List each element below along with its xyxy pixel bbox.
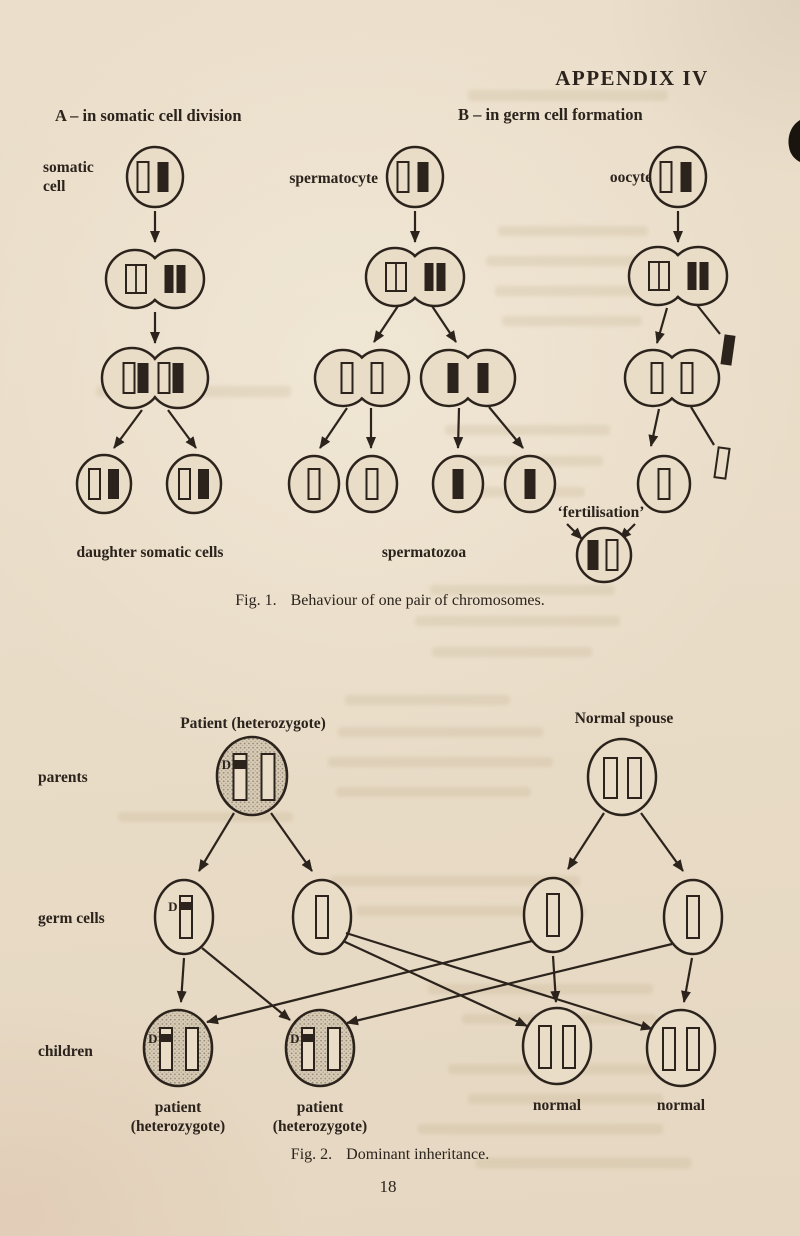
polar-body-line xyxy=(690,406,715,446)
child-label-line2: (heterozygote) xyxy=(273,1118,367,1135)
arrow xyxy=(453,407,464,449)
second-polar-body xyxy=(713,446,731,480)
arrow xyxy=(167,409,197,449)
arrow xyxy=(113,409,143,449)
child-patient-cell: D xyxy=(142,1008,214,1088)
arrow xyxy=(640,812,684,872)
arrow xyxy=(373,305,399,343)
spermatozoon xyxy=(431,454,485,514)
arrow xyxy=(566,523,583,540)
first-polar-body xyxy=(720,334,736,366)
germ-cell-normal xyxy=(662,878,724,956)
germ-cell-normal xyxy=(522,876,584,954)
zygote-cell xyxy=(575,526,633,584)
secondary-spermatocyte xyxy=(313,348,411,408)
arrow xyxy=(176,957,187,1003)
daughter-somatic-cells-label: daughter somatic cells xyxy=(77,544,224,561)
gene-d-label: D xyxy=(290,1031,299,1046)
spermatocyte-label: spermatocyte xyxy=(289,170,378,187)
egg-cell xyxy=(636,454,692,514)
arrow xyxy=(655,307,669,344)
fig1-column-a-title: A – in somatic cell division xyxy=(55,106,242,125)
bleedthrough-smudges xyxy=(96,90,691,1168)
child-label: patient xyxy=(297,1099,344,1116)
arrow xyxy=(648,408,661,447)
somatic-cell-label-line2: cell xyxy=(43,178,66,195)
arrow xyxy=(550,955,561,1003)
child-label: patient xyxy=(155,1099,202,1116)
fig1-caption: Fig. 1.Behaviour of one pair of chromoso… xyxy=(235,592,545,609)
gene-d-label: D xyxy=(148,1031,157,1046)
child-label: normal xyxy=(657,1097,706,1114)
children-row-label: children xyxy=(38,1043,93,1060)
normal-spouse-label: Normal spouse xyxy=(575,710,674,727)
arrow xyxy=(319,407,348,449)
child-label-line2: (heterozygote) xyxy=(131,1118,225,1135)
arrow xyxy=(488,406,524,449)
page-number: 18 xyxy=(380,1177,397,1196)
secondary-spermatocyte xyxy=(419,348,517,408)
somatic-cell-dividing xyxy=(100,346,210,410)
germ-cells-row-label: germ cells xyxy=(38,910,105,927)
somatic-cell-duplicated xyxy=(104,248,206,310)
child-label: normal xyxy=(533,1097,582,1114)
gene-d-label: D xyxy=(222,757,231,772)
germ-cell-d: D xyxy=(153,878,215,956)
arrow xyxy=(270,812,313,872)
arrow xyxy=(681,957,694,1003)
spermatozoon xyxy=(345,454,399,514)
fig1-column-b-title: B – in germ cell formation xyxy=(458,105,643,124)
oocyte-cell xyxy=(648,145,708,209)
arrow xyxy=(198,812,235,872)
spermatocyte-duplicated xyxy=(364,246,466,308)
child-normal-cell xyxy=(645,1008,717,1088)
arrow xyxy=(345,931,653,1031)
page-edge-mark xyxy=(788,120,800,162)
daughter-somatic-cell xyxy=(165,453,223,515)
germ-cell-normal xyxy=(291,878,353,956)
child-normal-cell xyxy=(521,1006,593,1086)
arrow xyxy=(346,942,673,1026)
spermatozoon xyxy=(503,454,557,514)
patient-parent-cell: D xyxy=(215,735,289,817)
arrow xyxy=(342,940,528,1027)
child-patient-cell: D xyxy=(284,1008,356,1088)
daughter-somatic-cell xyxy=(75,453,133,515)
spermatocyte-cell xyxy=(385,145,445,209)
oocyte-label: oocyte xyxy=(610,169,652,186)
parents-row-label: parents xyxy=(38,769,88,786)
fertilisation-label: ‘fertilisation’ xyxy=(558,504,645,521)
fig2-caption: Fig. 2.Dominant inheritance. xyxy=(291,1146,489,1163)
arrow xyxy=(206,939,533,1025)
patient-parent-label: Patient (heterozygote) xyxy=(180,715,326,732)
somatic-cell xyxy=(125,145,185,209)
normal-spouse-cell xyxy=(586,737,658,817)
arrow xyxy=(431,305,457,343)
page-header: APPENDIX IV xyxy=(555,66,709,90)
arrow xyxy=(201,947,291,1021)
gene-d-label: D xyxy=(168,899,177,914)
spermatozoa-label: spermatozoa xyxy=(382,544,467,561)
polar-body-line xyxy=(696,304,721,335)
oocyte-duplicated xyxy=(627,245,729,307)
secondary-oocyte xyxy=(623,348,721,408)
somatic-cell-label: somatic xyxy=(43,159,94,176)
arrow xyxy=(567,812,605,870)
spermatozoon xyxy=(287,454,341,514)
